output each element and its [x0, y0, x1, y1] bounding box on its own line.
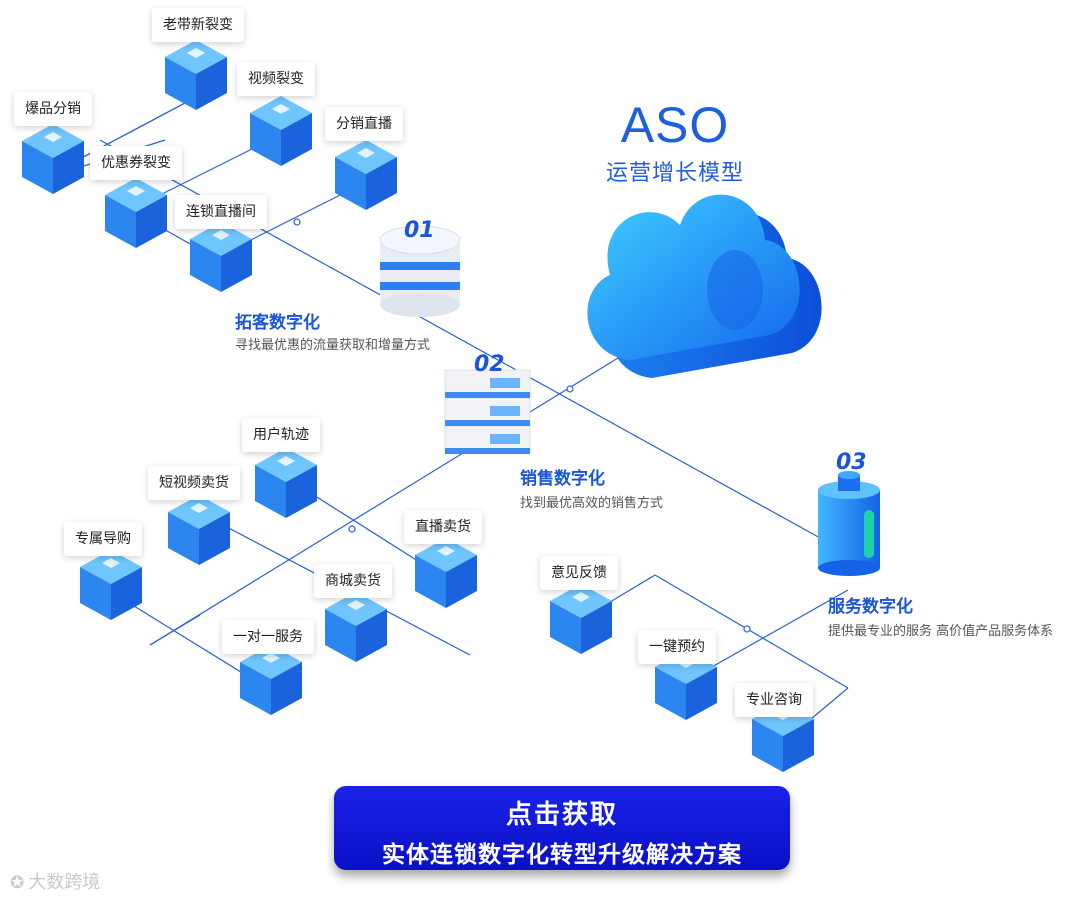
- tag-yuyue: 一键预约: [638, 630, 716, 664]
- aso-subtitle: 运营增长模型: [605, 161, 744, 186]
- cube-icon: [105, 178, 167, 248]
- section-number-01: 01: [404, 218, 435, 243]
- tag-duanshipin: 短视频卖货: [148, 466, 240, 500]
- tag-youhuiquan: 优惠券裂变: [90, 146, 182, 180]
- cube-icon: [168, 495, 230, 565]
- cta-line-2: 实体连锁数字化转型升级解决方案: [382, 841, 742, 868]
- section-desc-tuoke: 寻找最优惠的流量获取和增量方式: [235, 338, 431, 353]
- tag-zhuanshu: 专属导购: [64, 522, 142, 556]
- cube-icon: [22, 124, 84, 194]
- tag-zhibo-maihuo: 直播卖货: [404, 510, 482, 544]
- cube-icon: [415, 538, 477, 608]
- cube-icon: [80, 550, 142, 620]
- watermark-text: 大数跨境: [28, 872, 101, 893]
- tag-yiduiyi: 一对一服务: [222, 620, 314, 654]
- tag-fenxiao-zhibo: 分销直播: [325, 107, 403, 141]
- get-solution-button[interactable]: 点击获取 实体连锁数字化转型升级解决方案: [334, 786, 790, 870]
- database-icon: [379, 225, 461, 317]
- section-number-02: 02: [474, 352, 505, 377]
- cube-icon: [325, 592, 387, 662]
- cube-icon: [335, 140, 397, 210]
- cta-line-1: 点击获取: [505, 800, 618, 830]
- cylinder-icon: [818, 471, 880, 576]
- section-desc-xiaoshou: 找到最优高效的销售方式: [520, 496, 664, 511]
- tag-shipin-liebian: 视频裂变: [237, 62, 315, 96]
- tag-yijian: 意见反馈: [540, 556, 618, 590]
- tag-shangcheng: 商城卖货: [314, 564, 392, 598]
- cube-icon: [550, 584, 612, 654]
- watermark: ✪大数跨境: [10, 868, 100, 894]
- section-desc-fuwu: 提供最专业的服务 高价值产品服务体系: [828, 624, 1054, 639]
- tag-laodai: 老带新裂变: [152, 8, 244, 42]
- cube-icon: [255, 448, 317, 518]
- watermark-logo-icon: ✪: [10, 873, 25, 893]
- cube-icon: [250, 96, 312, 166]
- server-icon: [444, 369, 531, 454]
- tag-liansuo: 连锁直播间: [175, 195, 267, 229]
- section-title-tuoke: 拓客数字化: [235, 313, 320, 333]
- cube-icon: [165, 40, 227, 110]
- cube-icon: [190, 222, 252, 292]
- section-title-xiaoshou: 销售数字化: [520, 469, 605, 489]
- tag-zixun: 专业咨询: [735, 683, 813, 717]
- cube-icon: [240, 645, 302, 715]
- cloud-icon: [587, 194, 822, 378]
- tag-yonghu: 用户轨迹: [242, 418, 320, 452]
- section-title-fuwu: 服务数字化: [828, 597, 913, 617]
- tag-baopin: 爆品分销: [14, 92, 92, 126]
- section-number-03: 03: [836, 450, 867, 475]
- aso-title: ASO: [620, 97, 730, 153]
